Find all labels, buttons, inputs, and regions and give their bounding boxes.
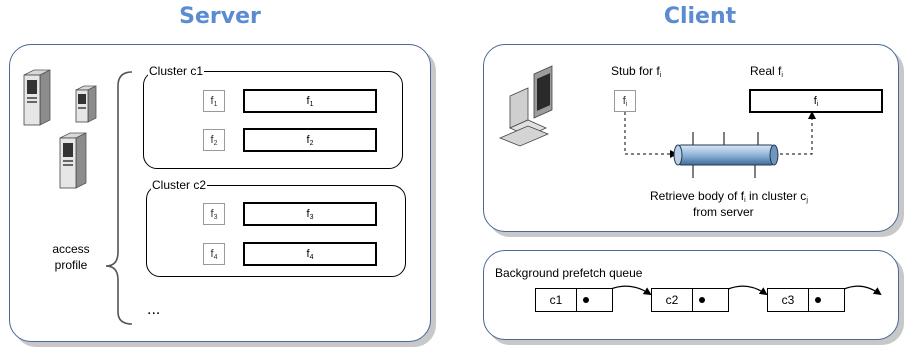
file-body: f3 — [243, 202, 377, 226]
file-stub: f3 — [203, 203, 225, 225]
client-stub-box: fi — [614, 90, 636, 112]
queue-item: c1 — [535, 288, 613, 312]
dashed-request-path — [624, 112, 678, 158]
server-small-icon — [75, 85, 97, 123]
cluster-label: Cluster c2 — [151, 177, 208, 193]
file-body: f1 — [243, 89, 377, 113]
server-heading: Server — [179, 4, 261, 29]
pointer-dot — [699, 297, 705, 303]
brace-shape — [105, 71, 133, 325]
file-body: f2 — [243, 128, 377, 152]
file-stub: f2 — [203, 129, 225, 151]
file-body: f4 — [243, 242, 377, 266]
queue-item: c2 — [651, 288, 729, 312]
pointer-dot — [583, 297, 589, 303]
queue-item-label: c3 — [768, 289, 809, 311]
stub-caption: Stub for fi — [611, 64, 662, 79]
more-clusters-ellipsis: ... — [147, 301, 161, 318]
client-heading: Client — [663, 4, 737, 29]
client-real-box: fi — [749, 89, 883, 113]
queue-item-label: c2 — [652, 289, 693, 311]
pipe-icon — [673, 144, 779, 166]
retrieve-caption: Retrieve body of fi in cluster cj — [650, 189, 808, 204]
queue-item-label: c1 — [536, 289, 577, 311]
file-stub: f1 — [203, 90, 225, 112]
cluster-label: Cluster c1 — [148, 63, 205, 79]
queue-title: Background prefetch queue — [495, 266, 643, 280]
desktop-computer-icon — [498, 65, 553, 147]
server-tower-icon — [23, 69, 51, 126]
file-stub: f4 — [203, 243, 225, 265]
cluster-c1: Cluster c1 — [143, 63, 403, 169]
dashed-response-path — [774, 111, 816, 155]
queue-item: c3 — [767, 288, 845, 312]
retrieve-caption-line2: from server — [693, 205, 754, 219]
server-tower-icon — [59, 132, 87, 189]
real-caption: Real fi — [750, 64, 783, 79]
pointer-dot — [815, 297, 821, 303]
